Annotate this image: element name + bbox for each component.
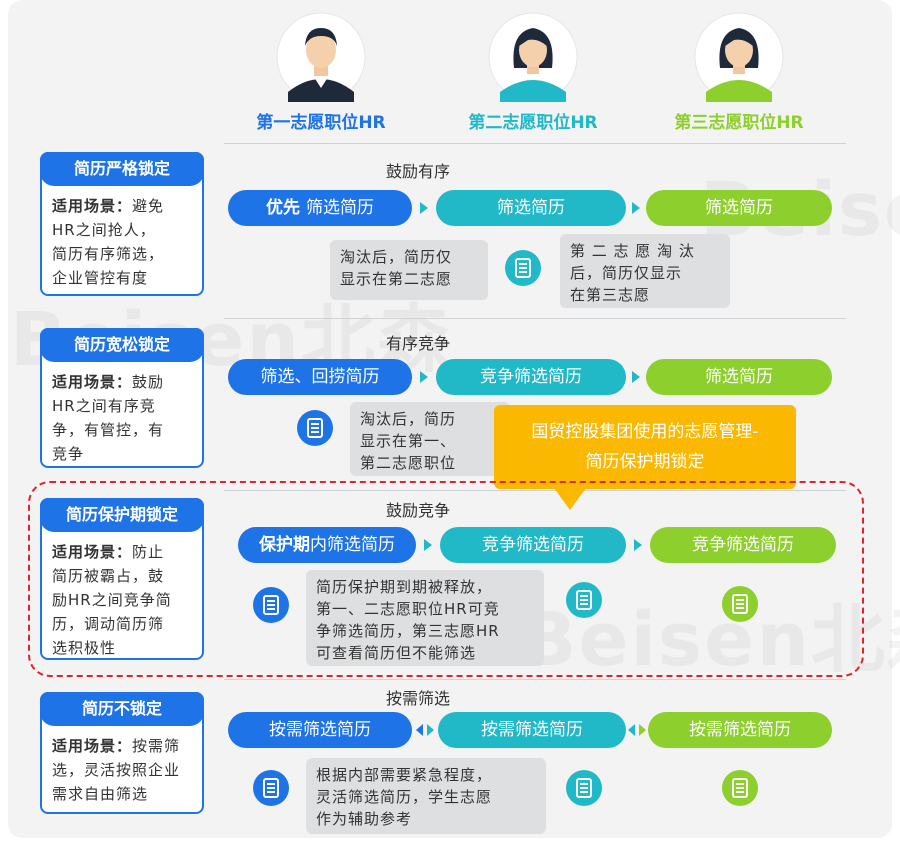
highlight-box: [28, 481, 864, 677]
section-title: 鼓励竞争: [386, 501, 451, 520]
divider: [224, 679, 846, 680]
arrow-right-icon: [424, 539, 432, 551]
card-body: 适用场景：避免 HR之间抢人， 简历有序筛选， 企业管控有度: [52, 197, 165, 287]
note: 根据内部需要紧急程度，灵活筛选简历，学生志愿作为辅助参考: [306, 758, 546, 834]
section-title: 鼓励有序: [386, 162, 451, 181]
arrow-right-icon: [420, 371, 428, 383]
card-body: 适用场景：鼓励 HR之间有序竞 争，有管控，有 竞争: [52, 373, 165, 463]
card-loose-lock: 简历宽松锁定 适用场景：鼓励 HR之间有序竞 争，有管控，有 竞争: [40, 328, 204, 468]
double-arrow-icon: [628, 724, 646, 736]
document-icon: [722, 768, 758, 808]
document-icon: [253, 585, 289, 625]
card-body: 适用场景：防止 简历被霸占，鼓 励HR之间竞争简 历，调动简历筛 选积极性: [52, 543, 172, 657]
divider: [224, 490, 846, 491]
male-avatar-icon: [276, 12, 366, 102]
card-strict-lock: 简历严格锁定 适用场景：避免 HR之间抢人， 简历有序筛选， 企业管控有度: [40, 152, 204, 296]
document-icon: [722, 584, 758, 624]
pill-second: 筛选简历: [436, 190, 626, 226]
section-title: 有序竞争: [386, 334, 451, 353]
arrow-right-icon: [420, 202, 428, 214]
pill-second: 按需筛选简历: [438, 712, 626, 748]
callout-tail: [554, 488, 586, 510]
document-icon: [297, 408, 333, 448]
card-protection-lock: 简历保护期锁定 适用场景：防止 简历被霸占，鼓 励HR之间竞争简 历，调动简历筛…: [40, 498, 204, 660]
card-no-lock: 简历不锁定 适用场景：按需筛 选，灵活按照企业 需求自由筛选: [40, 692, 204, 814]
card-tag: 简历保护期锁定: [40, 498, 204, 532]
column-title-third: 第三志愿职位HR: [674, 113, 804, 133]
arrow-right-icon: [634, 539, 642, 551]
section-title: 按需筛选: [386, 689, 451, 708]
document-icon: [566, 768, 602, 808]
column-title-first: 第一志愿职位HR: [256, 113, 386, 133]
card-tag: 简历不锁定: [40, 692, 204, 726]
female-avatar-icon: [694, 12, 784, 102]
pill-second: 竞争筛选简历: [440, 527, 626, 563]
pill-third: 竞争筛选简历: [650, 527, 836, 563]
pill-second: 竞争筛选简历: [436, 359, 626, 395]
double-arrow-icon: [416, 724, 434, 736]
pill-first: 保护期内筛选简历: [238, 527, 416, 563]
pill-third: 筛选简历: [646, 359, 832, 395]
female-avatar-icon: [488, 12, 578, 102]
note: 淘汰后，简历显示在第一、第二志愿职位: [350, 402, 510, 476]
document-icon: [253, 768, 289, 808]
pill-first: 按需筛选简历: [228, 712, 412, 748]
divider: [224, 318, 846, 319]
pill-first: 筛选、回捞简历: [228, 359, 412, 395]
arrow-right-icon: [632, 371, 640, 383]
pill-third: 筛选简历: [646, 190, 832, 226]
column-title-second: 第二志愿职位HR: [468, 113, 598, 133]
pill-first: 优先 筛选简历: [228, 190, 412, 226]
arrow-right-icon: [632, 202, 640, 214]
note: 第 二 志 愿 淘 汰后，简历仅显示在第三志愿: [560, 234, 730, 308]
document-icon: [505, 248, 541, 288]
card-tag: 简历宽松锁定: [40, 328, 204, 362]
note: 淘汰后，简历仅显示在第二志愿: [330, 240, 488, 300]
document-icon: [566, 580, 602, 620]
card-body: 适用场景：按需筛 选，灵活按照企业 需求自由筛选: [52, 737, 181, 803]
card-tag: 简历严格锁定: [40, 152, 204, 186]
callout-banner: 国贸控股集团使用的志愿管理-简历保护期锁定: [494, 405, 796, 489]
divider: [224, 143, 846, 144]
pill-third: 按需筛选简历: [648, 712, 832, 748]
